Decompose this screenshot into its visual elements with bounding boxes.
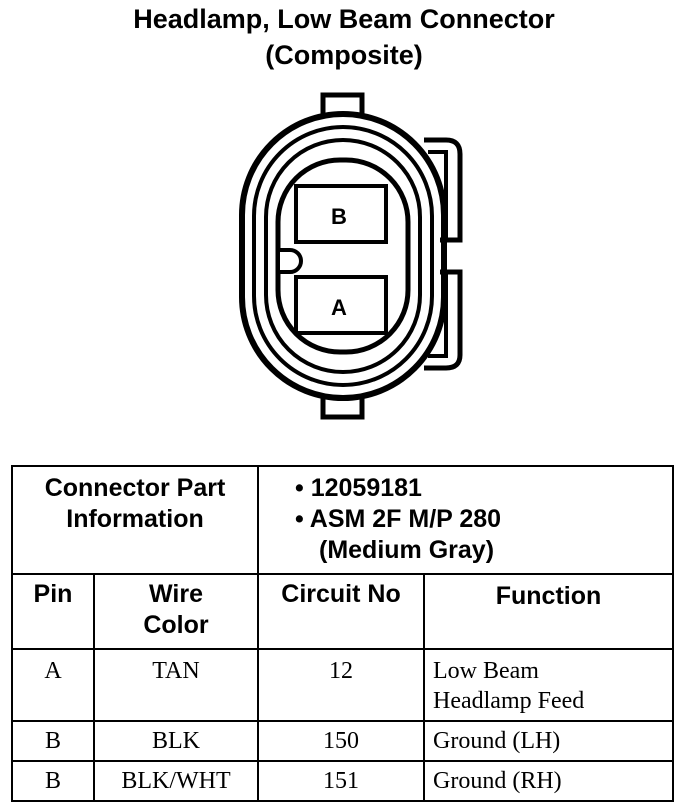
header-function: Function [422, 573, 675, 650]
header-circuit-no: Circuit No [257, 573, 425, 650]
cavity-b-label: B [331, 204, 347, 229]
circuit-cell: 151 [257, 760, 425, 802]
connector-top-tab [320, 92, 365, 114]
connector-bottom-tab [320, 398, 365, 420]
table-row: B BLK 150 Ground (LH) [11, 720, 675, 762]
diagram-title: Headlamp, Low Beam Connector [133, 4, 555, 34]
wire-color-cell: TAN [93, 648, 259, 722]
wire-color-cell: BLK/WHT [93, 760, 259, 802]
pin-cell: B [11, 720, 95, 762]
part-color: (Medium Gray) [319, 536, 495, 564]
connector-inner-shell [264, 138, 422, 374]
diagram-subtitle: (Composite) [265, 40, 423, 70]
connector-middle-shell [252, 125, 434, 387]
connector-diagram: B A [239, 92, 463, 420]
connector-outer-shell [239, 111, 447, 401]
function-cell: Ground (RH) [422, 760, 675, 802]
cavity-a [294, 275, 388, 335]
part-number: • 12059181 [295, 474, 422, 502]
pin-cell: A [11, 648, 95, 722]
function-cell: Low Beam Headlamp Feed [422, 648, 675, 722]
function-cell: Ground (LH) [422, 720, 675, 762]
table-header-row: Pin Wire Color Circuit No Function [11, 573, 675, 650]
wire-color-cell: BLK [93, 720, 259, 762]
pin-cell: B [11, 760, 95, 802]
circuit-cell: 12 [257, 648, 425, 722]
part-info-values: • 12059181 • ASM 2F M/P 280 (Medium Gray… [256, 465, 675, 575]
cavity-b [294, 184, 388, 244]
table-row: B BLK/WHT 151 Ground (RH) [11, 760, 675, 802]
part-info-label: Connector Part Information [11, 465, 259, 575]
connector-cavity-well [275, 157, 411, 355]
table-row: A TAN 12 Low Beam Headlamp Feed [11, 648, 675, 722]
part-assembly: • ASM 2F M/P 280 [295, 505, 502, 533]
connector-key [280, 248, 303, 274]
header-wire-color: Wire Color [93, 573, 259, 650]
circuit-cell: 150 [257, 720, 425, 762]
connector-info-table: Connector Part Information • 12059181 • … [11, 465, 675, 802]
connector-latch [424, 137, 463, 243]
part-info-row: Connector Part Information • 12059181 • … [11, 465, 675, 575]
header-pin: Pin [11, 573, 95, 650]
cavity-a-label: A [331, 295, 347, 320]
